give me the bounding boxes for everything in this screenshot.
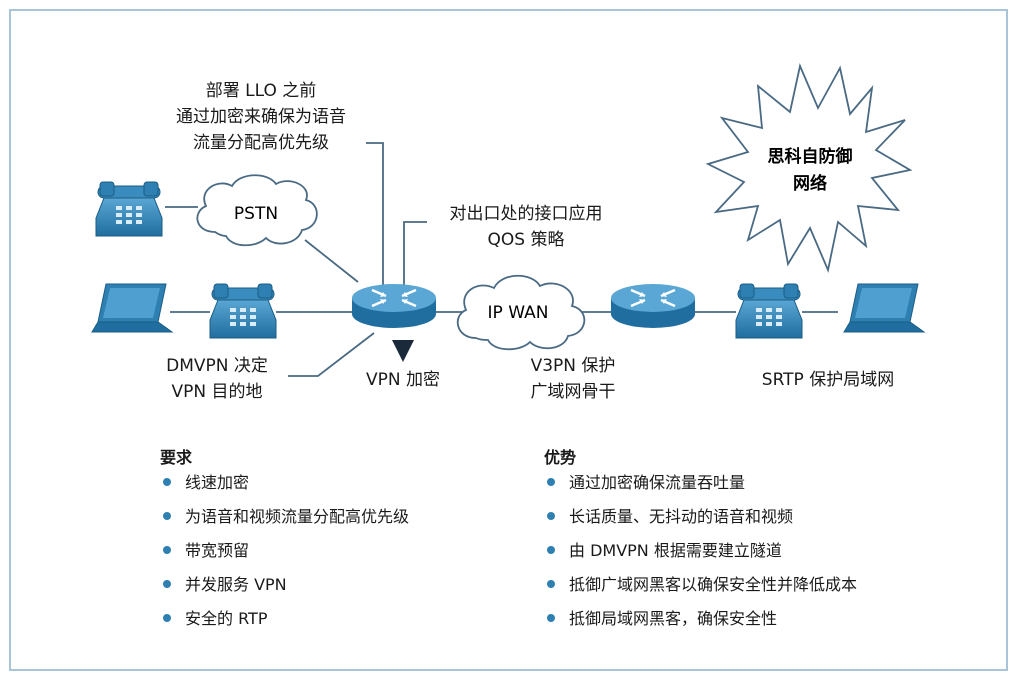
callout-qos-line-2: QOS 策略 xyxy=(487,230,565,250)
label-dmvpn: DMVPN 决定 VPN 目的地 xyxy=(142,353,292,405)
label-v3pn-line-2: 广域网骨干 xyxy=(530,382,616,402)
pstn-label: PSTN xyxy=(234,204,278,224)
pstn-cloud-icon: PSTN xyxy=(196,174,318,247)
router-icon xyxy=(350,282,438,330)
list-item: 由 DMVPN 根据需要建立隧道 xyxy=(547,534,857,568)
laptop-icon xyxy=(843,283,925,333)
arrow-down-icon xyxy=(392,340,414,362)
label-srtp: SRTP 保护局域网 xyxy=(761,370,895,390)
label-v3pn-line-1: V3PN 保护 xyxy=(530,356,616,376)
callout-llo-line-1: 部署 LLO 之前 xyxy=(205,81,317,101)
list-item: 线速加密 xyxy=(163,466,409,500)
bullet-icon xyxy=(163,511,171,520)
bullet-icon xyxy=(163,613,171,622)
ipwan-cloud-icon: IP WAN xyxy=(456,274,586,351)
diagram-frame xyxy=(9,9,1008,671)
list-item: 长话质量、无抖动的语音和视频 xyxy=(547,500,857,534)
list-item: 抵御局域网黑客，确保安全性 xyxy=(547,602,857,636)
bullet-icon xyxy=(547,613,555,622)
list-item: 通过加密确保流量吞吐量 xyxy=(547,466,857,500)
callout-llo-line-2: 通过加密来确保为语音 xyxy=(176,107,346,127)
starburst-line-1: 思科自防御 xyxy=(768,146,853,167)
bullet-icon xyxy=(163,477,171,486)
phone-icon xyxy=(735,283,803,339)
label-v3pn: V3PN 保护 广域网骨干 xyxy=(508,353,638,405)
phone-icon xyxy=(209,283,277,339)
callout-llo-line-3: 流量分配高优先级 xyxy=(193,133,329,153)
benefits-list: 通过加密确保流量吞吐量 长话质量、无抖动的语音和视频 由 DMVPN 根据需要建… xyxy=(547,466,857,636)
requirements-list: 线速加密 为语音和视频流量分配高优先级 带宽预留 并发服务 VPN 安全的 RT… xyxy=(163,466,409,636)
phone-icon xyxy=(95,181,163,237)
bullet-icon xyxy=(547,579,555,588)
connection-lines xyxy=(165,142,838,377)
list-item: 并发服务 VPN xyxy=(163,568,409,602)
label-dmvpn-line-2: VPN 目的地 xyxy=(171,382,263,402)
callout-qos-line-1: 对出口处的接口应用 xyxy=(449,204,603,224)
bullet-icon xyxy=(163,545,171,554)
requirements-title: 要求 xyxy=(160,448,193,467)
router-icon xyxy=(609,282,697,330)
starburst-icon: 思科自防御 网络 xyxy=(705,63,913,273)
laptop-icon xyxy=(91,283,173,333)
bullet-icon xyxy=(547,511,555,520)
list-item: 带宽预留 xyxy=(163,534,409,568)
bullet-icon xyxy=(547,477,555,486)
list-item: 为语音和视频流量分配高优先级 xyxy=(163,500,409,534)
label-vpn-encrypt: VPN 加密 xyxy=(365,370,440,390)
callout-qos: 对出口处的接口应用 QOS 策略 xyxy=(426,201,626,253)
callout-llo: 部署 LLO 之前 通过加密来确保为语音 流量分配高优先级 xyxy=(141,78,381,156)
bullet-icon xyxy=(163,579,171,588)
bullet-icon xyxy=(547,545,555,554)
list-item: 安全的 RTP xyxy=(163,602,409,636)
starburst-line-2: 网络 xyxy=(793,173,827,194)
label-dmvpn-line-1: DMVPN 决定 xyxy=(166,356,268,376)
list-item: 抵御广域网黑客以确保安全性并降低成本 xyxy=(547,568,857,602)
ipwan-label: IP WAN xyxy=(488,303,549,323)
benefits-title: 优势 xyxy=(544,448,577,467)
